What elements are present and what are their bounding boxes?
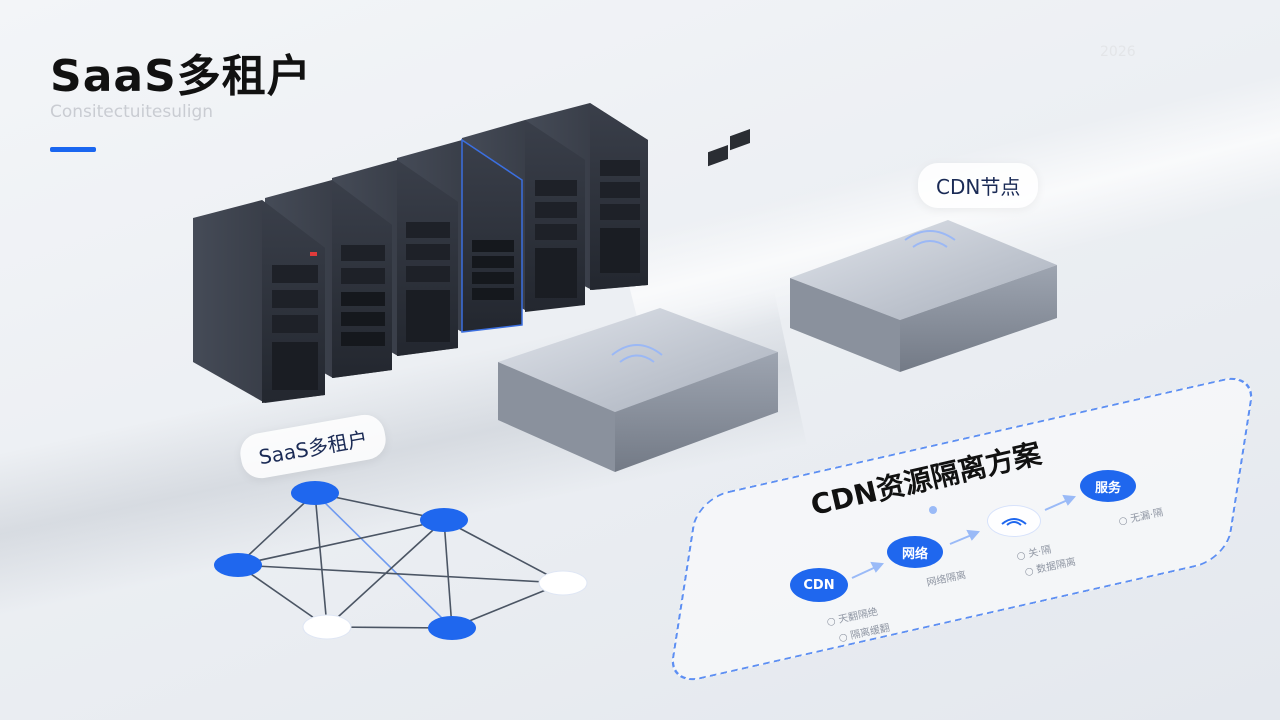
server-tower: [462, 120, 585, 312]
accent-bar: [50, 147, 96, 152]
step-network: 网络: [887, 536, 943, 568]
step-cdn: CDN: [790, 568, 848, 602]
step-isolation-icon: [987, 505, 1041, 537]
central-network-box: [498, 129, 778, 472]
graph-node: [214, 553, 262, 577]
server-rack-group: [193, 103, 648, 403]
page-title: SaaS多租户: [50, 51, 312, 102]
wave-icon: [1001, 518, 1027, 526]
graph-node: [538, 570, 588, 596]
server-tower: [193, 200, 325, 403]
tenant-network-graph: [237, 492, 564, 629]
cdn-node-box: [790, 220, 1057, 372]
cdn-node-label: CDN节点: [918, 163, 1039, 208]
graph-nodes: [214, 481, 588, 640]
graph-node: [302, 614, 352, 640]
year-label: 2026: [1100, 44, 1136, 60]
step-service: 服务: [1080, 470, 1136, 502]
page-subtitle: Consitectuitesulign: [50, 102, 214, 122]
graph-node: [428, 616, 476, 640]
graph-node: [420, 508, 468, 532]
graph-node: [291, 481, 339, 505]
